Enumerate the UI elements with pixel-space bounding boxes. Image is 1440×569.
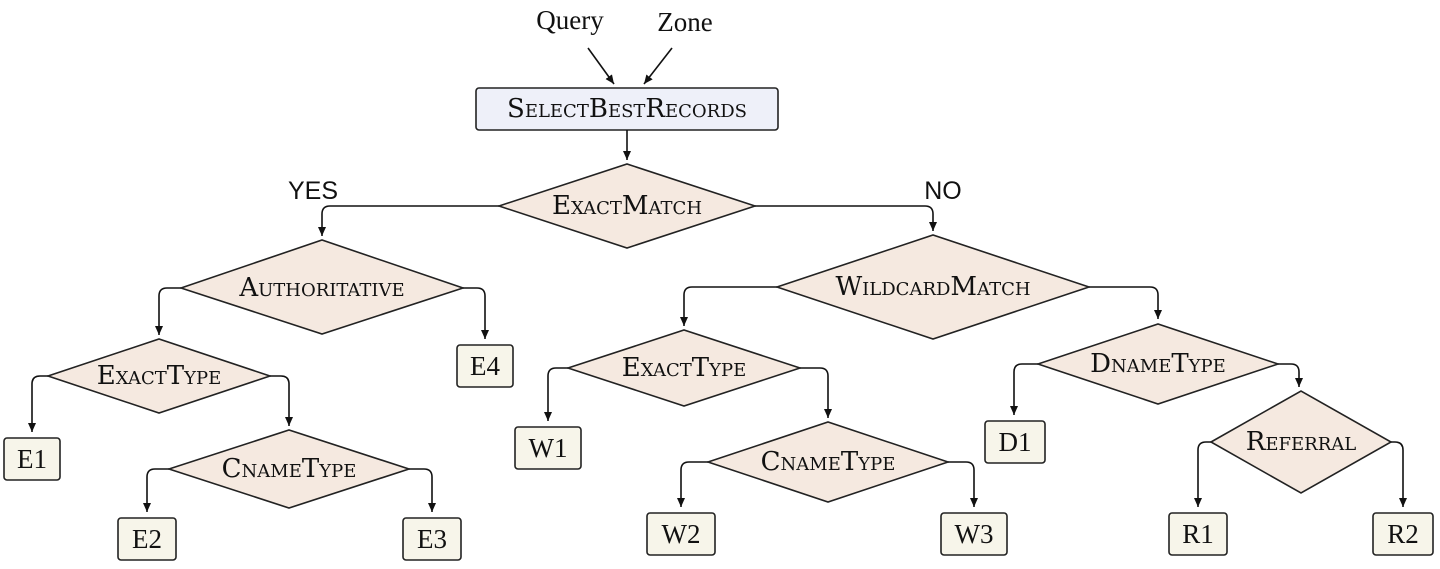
exact-type-right-decision: ExactType xyxy=(565,329,803,407)
wildcard-match-decision: WildcardMatch xyxy=(774,234,1092,340)
dname-type-label: DnameType xyxy=(1090,349,1226,379)
r1-label: R1 xyxy=(1182,519,1214,549)
exact-type-left-right-connector xyxy=(270,375,293,426)
referral-label: Referral xyxy=(1246,427,1356,457)
select-best-records-label: SelectBestRecords xyxy=(507,94,747,124)
dname-type-decision: DnameType xyxy=(1035,323,1281,405)
zone-input-label: Zone xyxy=(657,7,712,37)
no-branch-label: NO xyxy=(924,177,962,205)
exact-match-yes-connector xyxy=(318,205,499,236)
d1-leaf-node: D1 xyxy=(984,420,1046,464)
r1-leaf-node: R1 xyxy=(1168,512,1228,556)
w3-leaf-node: W3 xyxy=(940,512,1008,556)
d1-label: D1 xyxy=(999,427,1032,457)
exact-match-no-connector xyxy=(755,205,937,231)
w3-label: W3 xyxy=(955,519,994,549)
referral-decision: Referral xyxy=(1209,390,1393,494)
referral-right-connector xyxy=(1391,441,1407,507)
cname-type-left-decision: CnameType xyxy=(166,429,412,509)
e1-leaf-node: E1 xyxy=(3,437,61,481)
exact-type-right-left-connector xyxy=(544,367,568,421)
exact-type-left-left-connector xyxy=(28,375,48,432)
e2-label: E2 xyxy=(132,524,162,554)
exact-match-decision: ExactMatch xyxy=(496,163,758,249)
query-input-label: Query xyxy=(536,5,604,35)
w1-label: W1 xyxy=(529,433,568,463)
select-best-records-node: SelectBestRecords xyxy=(475,87,779,131)
cname-type-right-left-connector xyxy=(677,461,708,507)
wildcard-match-left-connector xyxy=(680,286,777,326)
exact-match-label: ExactMatch xyxy=(552,191,702,221)
query-arrow xyxy=(587,47,615,85)
w1-leaf-node: W1 xyxy=(514,426,582,470)
cname-type-left-left-connector xyxy=(143,468,169,512)
authoritative-left-connector xyxy=(155,287,181,335)
authoritative-right-connector xyxy=(463,287,489,339)
exact-type-left-decision: ExactType xyxy=(45,338,273,414)
authoritative-label: Authoritative xyxy=(238,273,404,303)
yes-branch-label: YES xyxy=(288,177,338,205)
wildcard-match-right-connector xyxy=(1089,286,1162,319)
zone-arrow xyxy=(643,47,673,85)
referral-left-connector xyxy=(1194,441,1211,507)
w2-label: W2 xyxy=(662,519,701,549)
e2-leaf-node: E2 xyxy=(117,517,177,561)
cname-type-right-label: CnameType xyxy=(761,447,896,477)
exact-type-left-label: ExactType xyxy=(97,361,221,391)
r2-label: R2 xyxy=(1387,519,1419,549)
e4-leaf-node: E4 xyxy=(456,344,514,388)
cname-type-right-decision: CnameType xyxy=(705,421,951,503)
w2-leaf-node: W2 xyxy=(646,512,716,556)
e3-leaf-node: E3 xyxy=(402,517,462,561)
cname-type-right-right-connector xyxy=(948,461,978,507)
dname-type-left-connector xyxy=(1010,363,1038,415)
e3-label: E3 xyxy=(417,524,447,554)
r2-leaf-node: R2 xyxy=(1372,512,1434,556)
exact-type-right-label: ExactType xyxy=(622,353,746,383)
cname-type-left-label: CnameType xyxy=(222,454,357,484)
dname-type-right-connector xyxy=(1278,363,1303,387)
e4-label: E4 xyxy=(470,351,500,381)
exact-type-right-right-connector xyxy=(800,367,832,418)
authoritative-decision: Authoritative xyxy=(178,239,466,335)
cname-type-left-right-connector xyxy=(409,468,436,512)
e1-label: E1 xyxy=(17,444,47,474)
wildcard-match-label: WildcardMatch xyxy=(835,272,1030,302)
